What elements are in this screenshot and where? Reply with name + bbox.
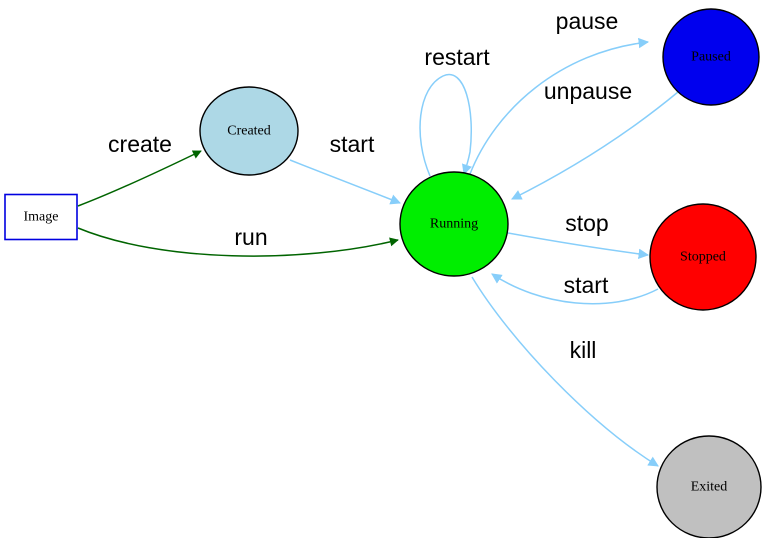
edge-start-created[interactable]: start [289, 131, 401, 205]
edge-start-stopped-label: start [564, 272, 609, 298]
edge-kill[interactable]: kill [471, 276, 659, 467]
node-stopped[interactable]: Stopped [649, 203, 757, 311]
node-created-shape [199, 86, 299, 176]
node-stopped-shape [649, 203, 757, 311]
edges-layer: create run start restart pause unpause [77, 8, 679, 467]
edge-pause-label: pause [556, 8, 619, 34]
edge-create-label: create [108, 131, 172, 157]
edge-create[interactable]: create [77, 131, 202, 207]
node-running[interactable]: Running [399, 171, 509, 277]
edge-stop[interactable]: stop [507, 210, 650, 260]
edge-start-created-path [289, 159, 401, 205]
node-exited-shape [656, 435, 762, 538]
edge-restart-path [419, 73, 473, 177]
node-created[interactable]: Created [199, 86, 299, 176]
edge-pause-path [469, 37, 650, 175]
edge-stop-label: stop [565, 210, 608, 236]
edge-start-created-label: start [330, 131, 375, 157]
node-paused-shape [662, 8, 760, 106]
edge-restart[interactable]: restart [419, 44, 490, 177]
edge-kill-path [471, 276, 659, 467]
edge-unpause[interactable]: unpause [511, 78, 679, 200]
edge-restart-label: restart [424, 44, 490, 70]
edge-unpause-label: unpause [544, 78, 632, 104]
edge-kill-label: kill [570, 337, 597, 363]
edge-start-stopped[interactable]: start [491, 272, 659, 305]
edge-run-path [77, 227, 399, 257]
edge-create-path [77, 150, 202, 207]
node-image-shape [4, 193, 78, 241]
edge-run-label: run [234, 224, 267, 250]
edge-run[interactable]: run [77, 224, 399, 257]
node-paused[interactable]: Paused [662, 8, 760, 106]
edge-stop-path [507, 232, 650, 260]
edge-unpause-path [511, 91, 679, 200]
node-running-shape [399, 171, 509, 277]
edge-pause[interactable]: pause [469, 8, 650, 175]
edge-start-stopped-path [491, 273, 659, 305]
node-exited[interactable]: Exited [656, 435, 762, 538]
node-image[interactable]: Image [4, 193, 78, 241]
